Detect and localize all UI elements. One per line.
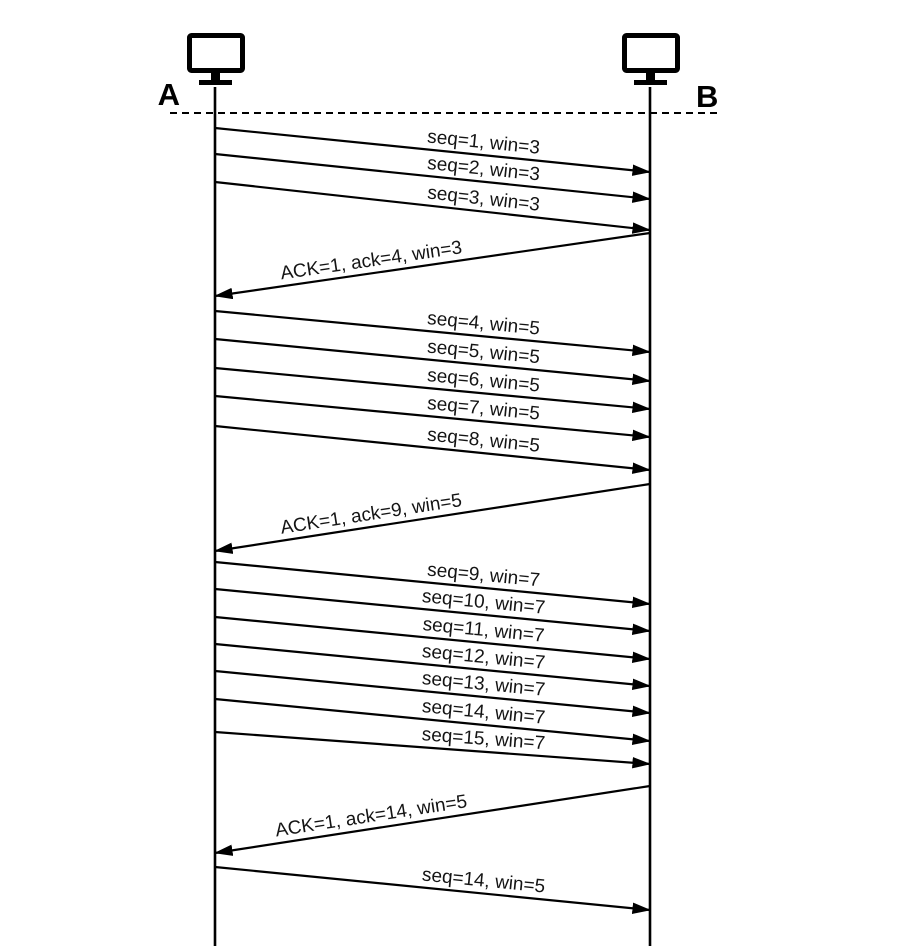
monitor-base (634, 80, 667, 85)
segment-arrow (214, 730, 652, 769)
message-label: seq=9, win=7 (426, 560, 541, 592)
ack-arrow (213, 231, 651, 300)
segment-arrow (214, 615, 652, 664)
segment-arrow (214, 560, 652, 609)
computer-icon-a (187, 33, 245, 85)
host-label-a: A (158, 77, 180, 112)
message-label: seq=2, win=3 (426, 153, 541, 186)
monitor-screen (622, 33, 680, 73)
segment-arrow (214, 337, 652, 386)
monitor-stem (646, 73, 655, 80)
message-label: ACK=1, ack=9, win=5 (279, 490, 463, 539)
segment-arrow (214, 642, 652, 691)
message-label: ACK=1, ack=14, win=5 (274, 791, 469, 841)
segment-arrow (214, 394, 652, 442)
message-label: seq=8, win=5 (426, 424, 541, 456)
message-label: seq=4, win=5 (426, 308, 541, 340)
segment-arrow (214, 697, 652, 746)
monitor-stem (211, 73, 220, 80)
segment-arrow (214, 309, 652, 357)
segment-arrow (214, 180, 652, 234)
host-label-b: B (696, 79, 718, 114)
segment-arrow (214, 126, 652, 176)
monitor-screen (187, 33, 245, 73)
computer-icon-b (622, 33, 680, 85)
ack-arrow (213, 784, 651, 856)
segment-arrow (214, 865, 652, 914)
segment-arrow (214, 587, 652, 636)
segment-arrow (214, 366, 652, 414)
monitor-base (199, 80, 232, 85)
segment-arrow (214, 669, 652, 718)
ack-arrow (213, 482, 651, 554)
message-label: seq=5, win=5 (426, 337, 541, 369)
segment-arrow (214, 152, 652, 203)
message-label: ACK=1, ack=4, win=3 (279, 237, 463, 284)
segment-arrow (214, 424, 652, 474)
